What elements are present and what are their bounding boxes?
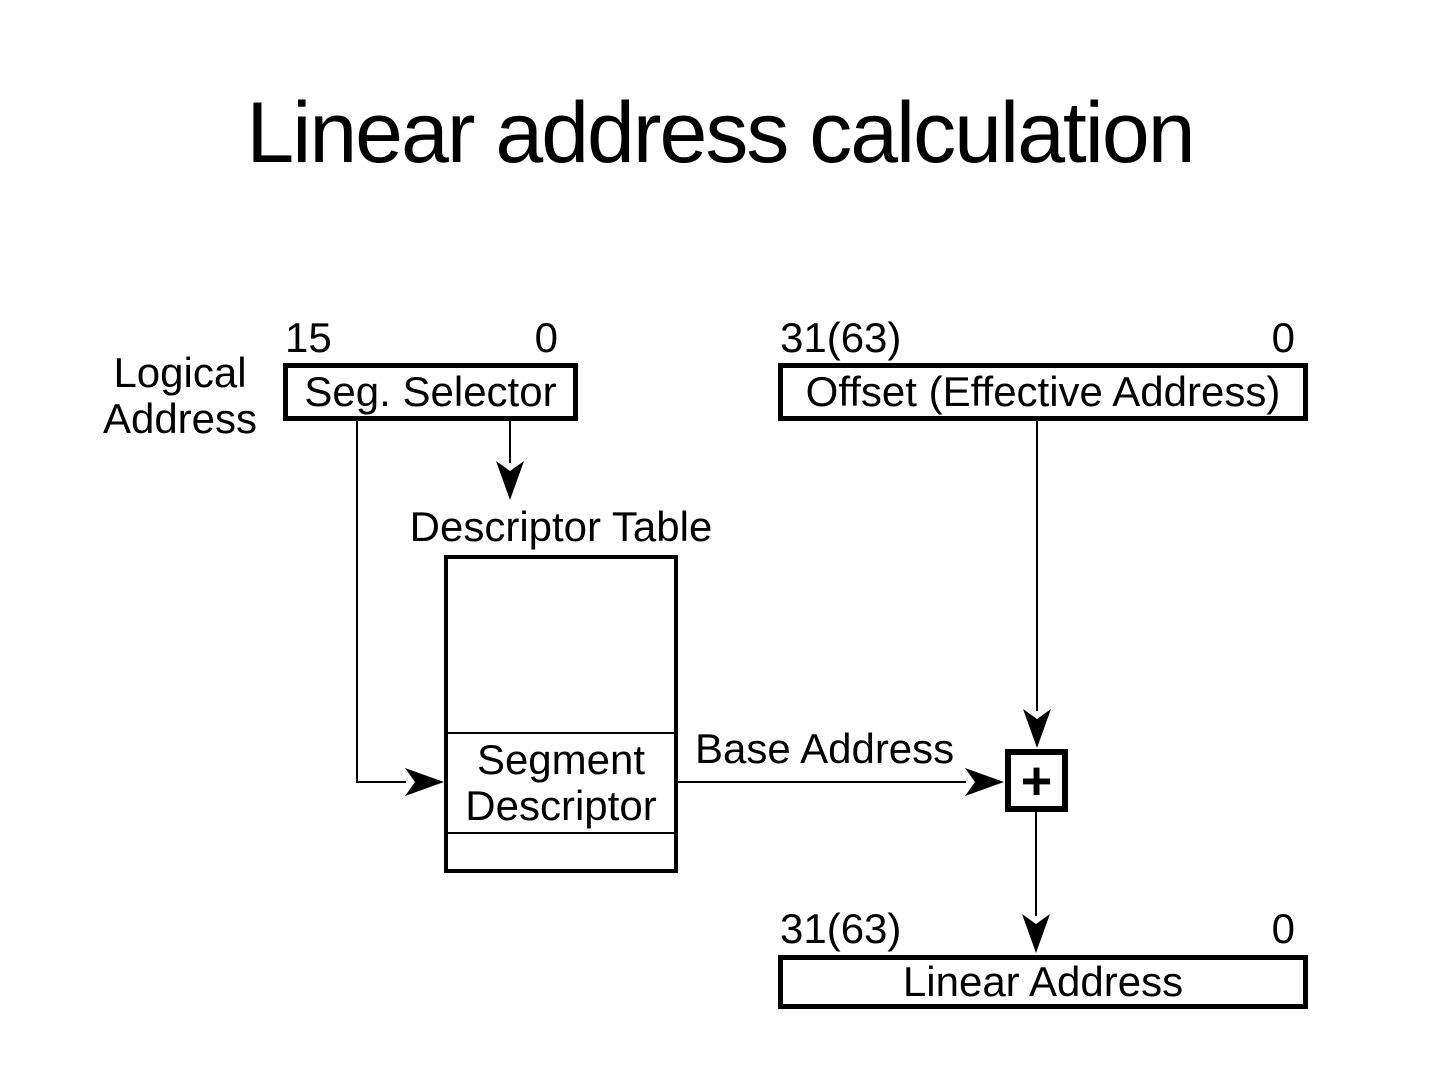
linear-bit-high-label: 31(63) bbox=[780, 905, 902, 952]
adder-box: + bbox=[1005, 749, 1068, 812]
linear-address-box: Linear Address bbox=[778, 955, 1308, 1009]
seg-selector-bit-low-label: 0 bbox=[534, 314, 558, 361]
segment-descriptor-cell: Segment Descriptor bbox=[448, 734, 674, 834]
arrow-down-into-linear-icon bbox=[1022, 914, 1050, 953]
plus-icon: + bbox=[1020, 750, 1053, 811]
offset-label: Offset (Effective Address) bbox=[805, 368, 1281, 415]
offset-bit-low-label: 0 bbox=[1271, 314, 1295, 361]
seg-selector-label: Seg. Selector bbox=[304, 368, 557, 415]
arrow-down-into-table-icon bbox=[496, 461, 524, 500]
descriptor-table-box: Segment Descriptor bbox=[444, 555, 678, 873]
seg-selector-bit-high-label: 15 bbox=[285, 314, 332, 361]
descriptor-table-empty-row-top bbox=[448, 559, 674, 734]
descriptor-table-label: Descriptor Table bbox=[409, 503, 713, 550]
selector-to-segment-descriptor-line bbox=[356, 421, 406, 783]
arrow-right-into-adder-icon bbox=[965, 768, 1004, 796]
offset-bit-high-label: 31(63) bbox=[780, 314, 902, 361]
descriptor-table-empty-row-bottom bbox=[448, 834, 674, 869]
arrow-right-into-descriptor-icon bbox=[405, 768, 444, 796]
offset-box: Offset (Effective Address) bbox=[778, 363, 1308, 421]
linear-bit-low-label: 0 bbox=[1271, 905, 1295, 952]
seg-selector-box: Seg. Selector bbox=[283, 363, 578, 421]
logical-address-label: Logical Address bbox=[102, 349, 258, 443]
linear-address-label: Linear Address bbox=[902, 958, 1184, 1005]
base-address-label: Base Address bbox=[695, 725, 955, 772]
slide-title: Linear address calculation bbox=[246, 85, 1195, 181]
arrow-down-into-adder-icon bbox=[1023, 709, 1051, 748]
